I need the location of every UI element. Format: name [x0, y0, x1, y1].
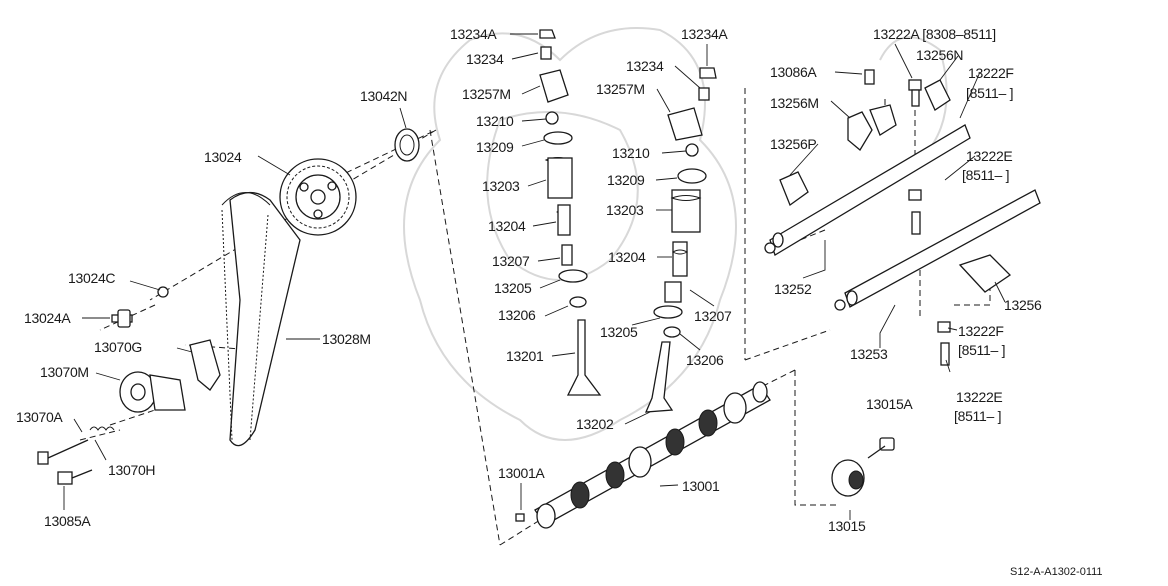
label-13204-exhaust: 13204: [608, 249, 646, 265]
rocker-shaft-13253: [834, 189, 1041, 311]
rocker-arm-13256N: [924, 79, 951, 111]
label-13205-exhaust: 13205: [600, 324, 638, 340]
label-13042N: 13042N: [360, 88, 408, 104]
rocker-shaft-13252: [764, 124, 971, 256]
label-13001A: 13001A: [498, 465, 545, 481]
cam-drive-13015: [831, 437, 895, 497]
label-13206-intake: 13206: [498, 307, 536, 323]
label-13252: 13252: [774, 281, 812, 297]
label-13256N: 13256N: [916, 47, 964, 63]
label-13209-exhaust: 13209: [607, 172, 645, 188]
bolt-13086A: [864, 69, 875, 85]
label-13253: 13253: [850, 346, 888, 362]
label-13234A-exhaust: 13234A: [681, 26, 728, 42]
label-13256M: 13256M: [770, 95, 819, 111]
exhaust-valve-stack: [644, 67, 717, 413]
label-13222E-lower-range: [8511– ]: [954, 408, 1002, 424]
label-13024A: 13024A: [24, 310, 71, 326]
diagram-code: S12-A-A1302-0111: [1010, 566, 1103, 578]
label-13070G: 13070G: [94, 339, 143, 355]
label-13070A: 13070A: [16, 409, 63, 425]
label-13070H: 13070H: [108, 462, 156, 478]
tensioner-bracket: [189, 339, 221, 391]
label-13234-exhaust: 13234: [626, 58, 664, 74]
cam-seal: [394, 128, 420, 162]
label-13222E-upper: 13222E: [966, 148, 1013, 164]
cam-gear: [279, 158, 357, 236]
label-13085A: 13085A: [44, 513, 91, 529]
label-13222F-lower-range: [8511– ]: [958, 342, 1006, 358]
label-13028M: 13028M: [322, 331, 371, 347]
label-13257M-intake: 13257M: [462, 86, 511, 102]
label-13256: 13256: [1004, 297, 1042, 313]
washer-13024C: [157, 286, 169, 298]
bolt-13024A: [111, 309, 133, 328]
label-13070M: 13070M: [40, 364, 89, 380]
label-13024: 13024: [204, 149, 242, 165]
label-13015: 13015: [828, 518, 866, 534]
label-13024C: 13024C: [68, 270, 116, 286]
label-13256P: 13256P: [770, 136, 817, 152]
label-13207-intake: 13207: [492, 253, 530, 269]
label-13203-intake: 13203: [482, 178, 520, 194]
tensioner-pulley: [119, 371, 186, 413]
label-13086A: 13086A: [770, 64, 817, 80]
label-13205-intake: 13205: [494, 280, 532, 296]
bolt-13070A: [37, 439, 89, 465]
label-13206-exhaust: 13206: [686, 352, 724, 368]
adjuster-13222F-upper: [908, 189, 922, 235]
label-13257M-exhaust: 13257M: [596, 81, 645, 97]
label-13201: 13201: [506, 348, 544, 364]
tensioner-spring: [89, 426, 115, 431]
label-13207-exhaust: 13207: [694, 308, 732, 324]
adjuster-13222F-lower: [937, 321, 951, 366]
cam-pin: [515, 513, 525, 522]
label-13210-exhaust: 13210: [612, 145, 650, 161]
bolt-13085A: [57, 469, 93, 485]
label-13222A: 13222A [8308–8511]: [873, 26, 996, 42]
camshaft: [534, 381, 771, 529]
label-13222E-upper-range: [8511– ]: [962, 167, 1010, 183]
label-13204-intake: 13204: [488, 218, 526, 234]
rocker-arms-13256M: [847, 104, 897, 151]
label-13222F-upper: 13222F: [968, 65, 1014, 81]
rocker-arms-13256: [958, 254, 1012, 293]
label-13234-intake: 13234: [466, 51, 504, 67]
adjuster-13222A: [908, 79, 922, 107]
timing-belt: [221, 191, 301, 447]
leader-lines: [63, 33, 1006, 520]
label-13222F-upper-range: [8511– ]: [966, 85, 1014, 101]
label-13001: 13001: [682, 478, 720, 494]
watermark-emblem: [403, 27, 948, 441]
label-13209-intake: 13209: [476, 139, 514, 155]
label-13202: 13202: [576, 416, 614, 432]
label-13222F-lower: 13222F: [958, 323, 1004, 339]
label-13210-intake: 13210: [476, 113, 514, 129]
label-13222E-lower: 13222E: [956, 389, 1003, 405]
label-13203-exhaust: 13203: [606, 202, 644, 218]
intake-valve-stack: [539, 29, 602, 396]
label-13015A: 13015A: [866, 396, 913, 412]
rocker-arm-13256P: [779, 171, 809, 207]
label-13234A-intake: 13234A: [450, 26, 497, 42]
